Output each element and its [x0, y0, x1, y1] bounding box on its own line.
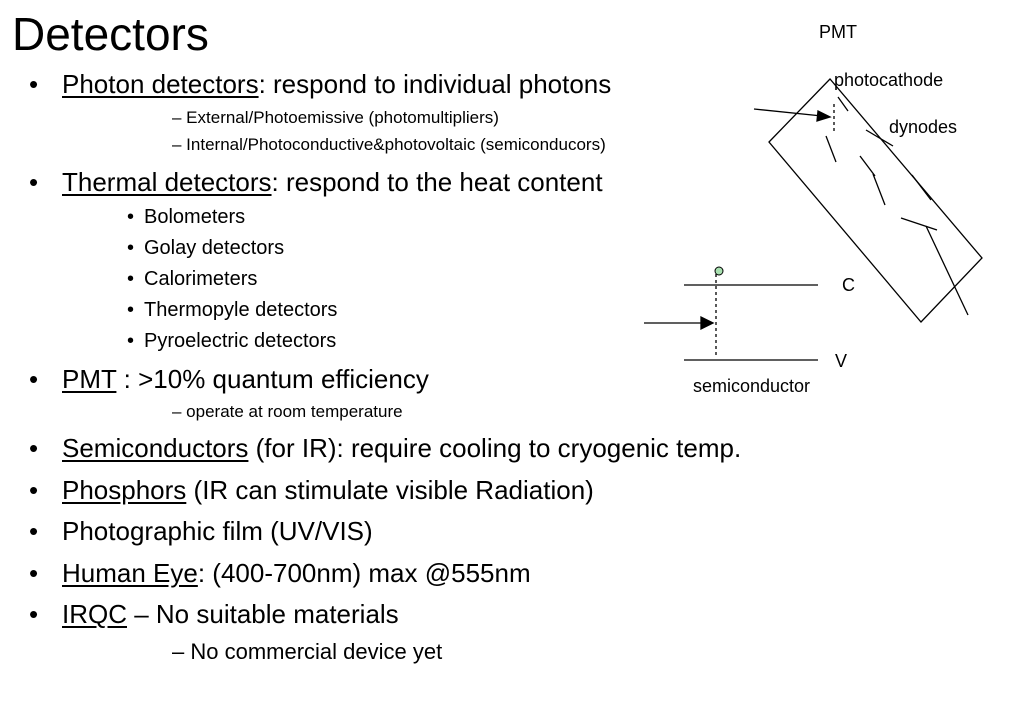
sub-calorimeters: •Calorimeters — [127, 268, 258, 290]
term-human-eye: Human Eye — [62, 558, 198, 588]
bullet-dot: • — [29, 69, 39, 99]
dynode-7 — [900, 217, 938, 231]
bullet-dot: • — [29, 558, 39, 588]
bullet-dot: • — [127, 268, 135, 290]
term-thermal-detectors: Thermal detectors — [62, 167, 272, 197]
sub-thermopyle-detectors: •Thermopyle detectors — [127, 299, 338, 321]
slide-title: Detectors — [12, 8, 209, 60]
dynode-1 — [837, 96, 849, 112]
term-photon-detectors: Photon detectors — [62, 69, 259, 99]
sub-no-commercial-device: – No commercial device yet — [172, 639, 443, 664]
anode-lead — [925, 225, 969, 316]
dynode-6 — [911, 174, 932, 201]
label-c: C — [842, 275, 855, 295]
bullet-dot: • — [29, 433, 39, 463]
term-semiconductors: Semiconductors — [62, 433, 249, 463]
bullet-human-eye: • Human Eye: (400-700nm) max @555nm — [29, 558, 531, 588]
bullet-dot: • — [29, 516, 39, 546]
bullet-dot: • — [29, 475, 39, 505]
text-pmt: : >10% quantum efficiency — [116, 364, 429, 394]
text-phosphors: (IR can stimulate visible Radiation) — [186, 475, 594, 505]
text-photon-detectors: : respond to individual photons — [258, 69, 612, 99]
sub-golay-detectors: •Golay detectors — [127, 237, 285, 259]
term-irqc: IRQC — [62, 599, 127, 629]
bullet-dot: • — [127, 206, 135, 228]
term-phosphors: Phosphors — [62, 475, 187, 505]
text-thermal-detectors: : respond to the heat content — [271, 167, 603, 197]
term-pmt: PMT — [62, 364, 117, 394]
sub-room-temperature: – operate at room temperature — [172, 402, 403, 421]
text-human-eye: : (400-700nm) max @555nm — [197, 558, 531, 588]
bullet-phosphors: • Phosphors (IR can stimulate visible Rad… — [29, 475, 594, 505]
bullet-thermal-detectors: • Thermal detectors: respond to the heat … — [29, 167, 603, 197]
bullet-dot: • — [127, 330, 135, 352]
dynode-3 — [825, 135, 837, 163]
label-semiconductor: semiconductor — [693, 376, 811, 396]
text-semiconductors: (for IR): require cooling to cryogenic t… — [248, 433, 742, 463]
pmt-light-arrow — [753, 108, 823, 117]
bullet-pmt: • PMT : >10% quantum efficiency — [29, 364, 429, 394]
label-pmt: PMT — [819, 22, 857, 42]
bullet-dot: • — [127, 237, 135, 259]
label-photocathode: photocathode — [834, 70, 944, 90]
sub-pyroelectric-detectors: •Pyroelectric detectors — [127, 330, 337, 352]
bullet-dot: • — [29, 599, 39, 629]
bullet-photographic-film: • Photographic film (UV/VIS) — [29, 516, 373, 546]
pmt-light-arrowhead — [816, 109, 832, 122]
bullet-dot: • — [29, 364, 39, 394]
label-dynodes: dynodes — [889, 117, 958, 137]
sub-bolometers: •Bolometers — [127, 206, 246, 228]
dynode-5 — [872, 173, 886, 206]
electron-dot — [714, 266, 724, 276]
semi-light-arrowhead — [700, 315, 715, 331]
label-v: V — [835, 351, 848, 371]
text-photographic-film: Photographic film (UV/VIS) — [62, 516, 373, 546]
bullet-dot: • — [127, 299, 135, 321]
sub-external-photoemissive: – External/Photoemissive (photomultiplie… — [172, 108, 499, 127]
bullet-dot: • — [29, 167, 39, 197]
sub-internal-photoconductive: – Internal/Photoconductive&photovoltaic … — [172, 135, 606, 154]
text-irqc: – No suitable materials — [127, 599, 399, 629]
bullet-semiconductors: • Semiconductors (for IR): require coolin… — [29, 433, 742, 463]
dynode-4 — [859, 155, 876, 177]
bullet-photon-detectors: • Photon detectors: respond to individual… — [29, 69, 612, 99]
bullet-irqc: • IRQC – No suitable materials — [29, 599, 399, 629]
